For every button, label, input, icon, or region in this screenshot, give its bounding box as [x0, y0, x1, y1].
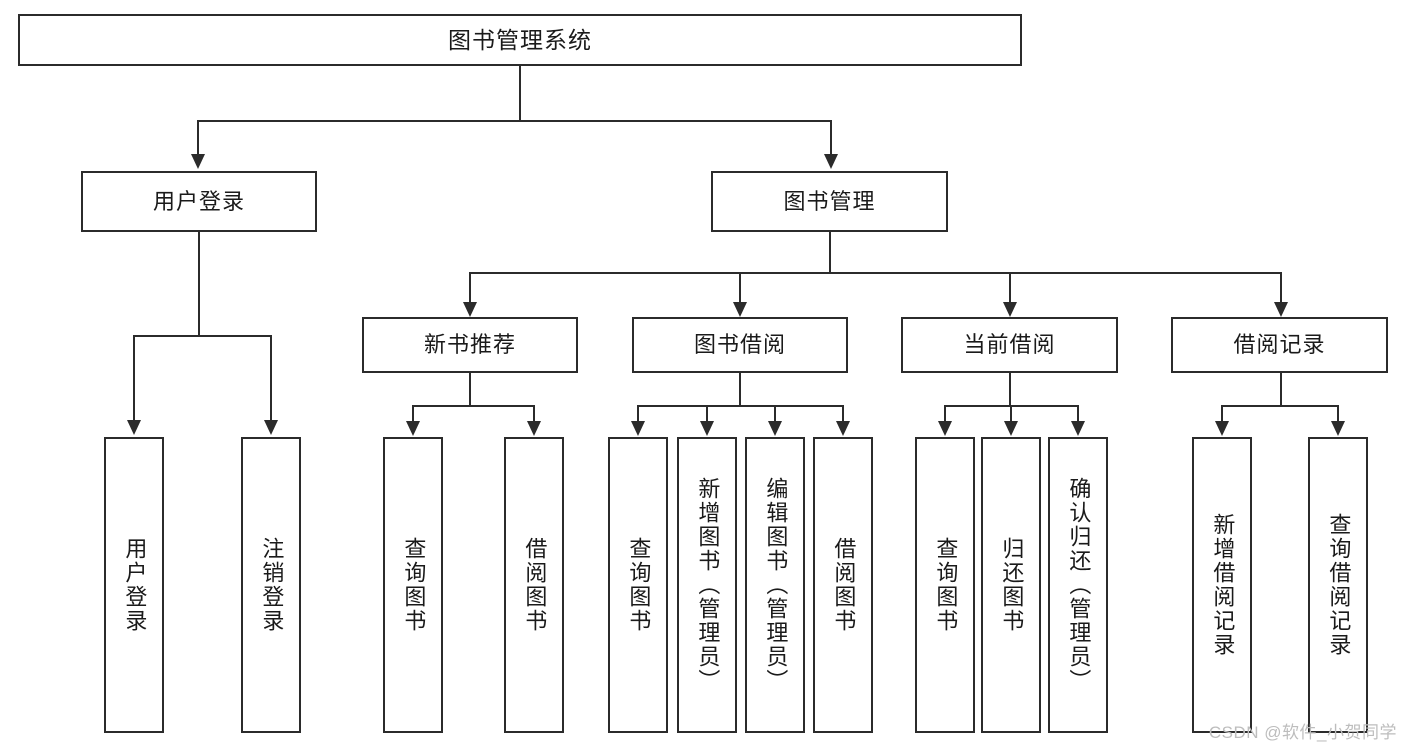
node-label: 图书管理 [783, 188, 876, 214]
arrow-down-icon [1004, 421, 1018, 436]
leaf-logout-login[interactable]: 注销登录 [241, 437, 301, 733]
node-label: 用户登录 [152, 188, 245, 214]
node-label: 借阅记录 [1233, 332, 1326, 357]
connector-root-to-user-login [197, 120, 199, 156]
node-label: 新增借阅记录 [1210, 513, 1236, 657]
leaf-edit-book[interactable]: 编辑图书（管理员） [745, 437, 805, 733]
connector-root-bar [197, 120, 832, 122]
node-label: 查询图书 [626, 537, 652, 633]
leaf-return-book[interactable]: 归还图书 [981, 437, 1041, 733]
connector-book-borrow-branch-2 [706, 405, 708, 423]
connector-to-current-borrow [1009, 272, 1011, 304]
connector-borrow-record-branch-1 [1221, 405, 1223, 423]
node-label: 确认归还（管理员） [1066, 477, 1092, 693]
arrow-down-icon [1071, 421, 1085, 436]
leaf-query-book-2[interactable]: 查询图书 [608, 437, 668, 733]
arrow-down-icon [264, 420, 278, 435]
leaf-user-login[interactable]: 用户登录 [104, 437, 164, 733]
node-borrow-record[interactable]: 借阅记录 [1171, 317, 1388, 373]
arrow-down-icon [1003, 302, 1017, 317]
arrow-down-icon [700, 421, 714, 436]
node-new-book-recommend[interactable]: 新书推荐 [362, 317, 578, 373]
arrow-down-icon [127, 420, 141, 435]
connector-current-borrow-branch-3 [1077, 405, 1079, 423]
connector-book-borrow-branch-1 [637, 405, 639, 423]
connector-book-manage-bar [469, 272, 1281, 274]
leaf-add-record[interactable]: 新增借阅记录 [1192, 437, 1252, 733]
arrow-down-icon [631, 421, 645, 436]
node-book-manage[interactable]: 图书管理 [711, 171, 948, 232]
connector-to-book-borrow [739, 272, 741, 304]
node-label: 新增图书（管理员） [695, 477, 721, 693]
connector-current-borrow-branch-2 [1010, 405, 1012, 423]
leaf-add-book[interactable]: 新增图书（管理员） [677, 437, 737, 733]
node-label: 查询图书 [933, 537, 959, 633]
node-label: 图书借阅 [693, 332, 786, 357]
connector-root-stem [519, 66, 521, 121]
arrow-down-icon [463, 302, 477, 317]
arrow-down-icon [1331, 421, 1345, 436]
connector-borrow-record-stem [1280, 373, 1282, 407]
connector-book-manage-stem [829, 232, 831, 273]
connector-current-borrow-branch-1 [944, 405, 946, 423]
node-label: 借阅图书 [522, 537, 548, 633]
leaf-confirm-return[interactable]: 确认归还（管理员） [1048, 437, 1108, 733]
connector-to-new-book-recommend [469, 272, 471, 304]
node-label: 当前借阅 [963, 332, 1056, 357]
leaf-borrow-book-2[interactable]: 借阅图书 [813, 437, 873, 733]
csdn-watermark: CSDN @软件_小贺同学 [1208, 723, 1397, 742]
arrow-down-icon [768, 421, 782, 436]
connector-user-login-branch-2 [270, 335, 272, 422]
connector-new-book-bar [412, 405, 535, 407]
connector-book-borrow-bar [637, 405, 843, 407]
connector-new-book-stem [469, 373, 471, 407]
node-label: 查询图书 [401, 537, 427, 633]
connector-borrow-record-bar [1221, 405, 1338, 407]
leaf-query-book-1[interactable]: 查询图书 [383, 437, 443, 733]
arrow-down-icon [1215, 421, 1229, 436]
node-current-borrow[interactable]: 当前借阅 [901, 317, 1118, 373]
connector-new-book-branch-2 [533, 405, 535, 423]
node-label: 注销登录 [259, 537, 285, 633]
connector-new-book-branch-1 [412, 405, 414, 423]
arrow-down-icon [527, 421, 541, 436]
node-label: 用户登录 [122, 537, 148, 633]
connector-borrow-record-branch-2 [1337, 405, 1339, 423]
arrow-down-icon [406, 421, 420, 436]
node-label: 归还图书 [999, 537, 1025, 633]
leaf-query-book-3[interactable]: 查询图书 [915, 437, 975, 733]
node-label: 编辑图书（管理员） [763, 477, 789, 693]
connector-book-borrow-branch-3 [774, 405, 776, 423]
connector-current-borrow-stem [1009, 373, 1011, 407]
leaf-query-record[interactable]: 查询借阅记录 [1308, 437, 1368, 733]
connector-book-borrow-stem [739, 373, 741, 407]
connector-user-login-bar [133, 335, 272, 337]
leaf-borrow-book-1[interactable]: 借阅图书 [504, 437, 564, 733]
node-book-borrow[interactable]: 图书借阅 [632, 317, 848, 373]
arrow-down-icon [836, 421, 850, 436]
arrow-down-icon [824, 154, 838, 169]
arrow-down-icon [191, 154, 205, 169]
arrow-down-icon [1274, 302, 1288, 317]
node-label: 借阅图书 [831, 537, 857, 633]
node-label: 查询借阅记录 [1326, 513, 1352, 657]
arrow-down-icon [733, 302, 747, 317]
node-label: 新书推荐 [423, 332, 516, 357]
connector-to-borrow-record [1280, 272, 1282, 304]
node-root-book-management-system[interactable]: 图书管理系统 [18, 14, 1022, 66]
connector-root-to-book-manage [830, 120, 832, 156]
node-user-login[interactable]: 用户登录 [81, 171, 317, 232]
node-label: 图书管理系统 [448, 26, 592, 53]
connector-book-borrow-branch-4 [842, 405, 844, 423]
arrow-down-icon [938, 421, 952, 436]
connector-user-login-branch-1 [133, 335, 135, 422]
connector-user-login-stem [198, 232, 200, 336]
